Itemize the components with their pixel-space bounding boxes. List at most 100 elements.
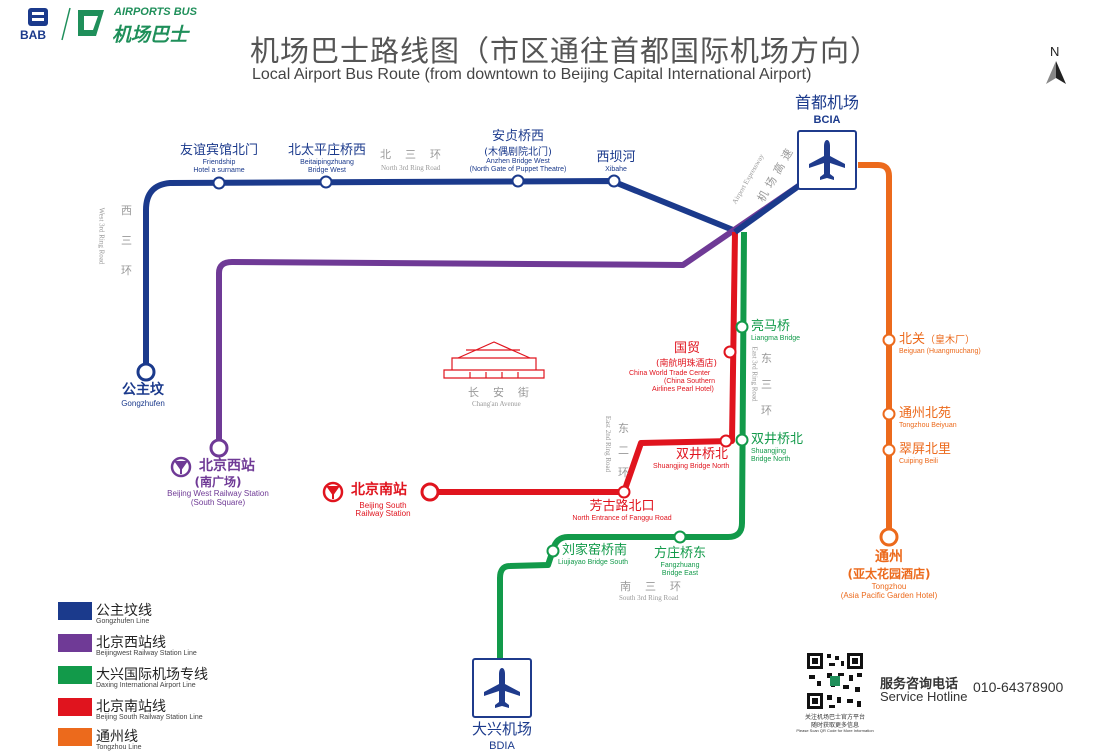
legend-en: Tongzhou Line <box>96 744 142 751</box>
legend-swatch <box>58 728 92 746</box>
stop-friendship <box>212 176 226 190</box>
stop-tongzhou-beiyuan <box>882 407 896 421</box>
hotline-number[interactable]: 010-64378900 <box>973 679 1064 695</box>
bcia-label-zh: 首都机场 <box>794 93 860 112</box>
stop-label-fangzhuang: 方庄桥东 <box>653 546 707 561</box>
stop-gongzhufen <box>136 362 156 382</box>
stop-en-sjq-green-2: Bridge North <box>751 456 791 463</box>
stop-fangzhuang <box>673 530 687 544</box>
stop-label-guomao: 国贸 <box>674 341 701 356</box>
legend-zh: 北京西站线 <box>96 635 166 651</box>
bdia-label-en: BDIA <box>489 740 515 752</box>
stop-label-friendship: 友谊宾馆北门 <box>179 143 259 158</box>
stop-en-guomao-2: (China Southern <box>664 378 715 385</box>
stop-label-liujiayao: 刘家窑桥南 <box>562 543 628 558</box>
stop-en-beiguan: Beiguan (Huangmuchang) <box>899 348 981 355</box>
stop-en-xibahe: Xibahe <box>605 166 627 173</box>
road-west3-en: West 3rd Ring Road <box>97 207 106 265</box>
stop-en-bjsouth-2: Railway Station <box>355 509 411 518</box>
stop-guomao <box>723 345 737 359</box>
brand-name-zh: 机场巴士 <box>112 24 189 46</box>
stop-en-beitaiping-1: Beitaipingzhuang <box>300 159 354 166</box>
road-south3-en: South 3rd Ring Road <box>619 594 679 602</box>
stop-label-xibahe: 西坝河 <box>596 150 636 165</box>
bdia-airport-box <box>472 658 532 718</box>
stop-en-friendship-1: Friendship <box>202 159 236 166</box>
legend-zh: 公主坟线 <box>96 603 152 619</box>
north-arrow-icon <box>1046 61 1066 84</box>
compass-label: N <box>1050 44 1060 59</box>
road-west3-zh: 西三环 <box>121 204 132 277</box>
stop-label-tongzhou-beiyuan: 通州北苑 <box>899 406 952 421</box>
gongzhufen-line <box>143 178 740 372</box>
legend-swatch <box>58 698 92 716</box>
legend-en: Daxing International Airport Line <box>96 682 196 689</box>
stop-label-sjq-green: 双井桥北 <box>751 432 804 447</box>
stop-label-bjwest-sub: (南广场) <box>194 475 242 489</box>
road-east3-zh: 东三环 <box>761 352 772 417</box>
qr-caption-2: 随时获取更多信息 <box>810 722 860 729</box>
stop-label-tongzhou: 通州 <box>875 549 903 565</box>
stop-en-bjwest-2: (South Square) <box>190 498 246 507</box>
stop-label-beitaiping: 北太平庄桥西 <box>287 143 367 158</box>
stop-en-liangma: Liangma Bridge <box>751 335 801 342</box>
stop-label-tongzhou-sub: (亚太花园酒店) <box>847 567 931 581</box>
logo-divider <box>61 7 71 41</box>
road-south3-zh: 南三环 <box>620 580 695 593</box>
legend-item: 北京南站线 Beijing South Railway Station Line <box>58 698 203 721</box>
stop-en-tongzhou-beiyuan: Tongzhou Beiyuan <box>899 422 957 429</box>
page-title: 机场巴士路线图（市区通往首都国际机场方向） <box>250 34 881 68</box>
stop-label-guomao-sub: (南航明珠酒店) <box>656 359 718 369</box>
stop-bjsouth <box>420 482 440 502</box>
hotline-label-zh: 服务咨询电话 <box>880 677 959 692</box>
stop-en-tongzhou-1: Tongzhou <box>871 582 907 591</box>
airplane-icon <box>809 140 845 180</box>
tiananmen-icon <box>443 341 545 379</box>
stop-en-bjsouth-1: Beijing South <box>359 501 407 510</box>
stop-label-sjq-red: 双井桥北 <box>676 447 729 462</box>
stop-label-fanggu: 芳古路北口 <box>589 499 655 514</box>
legend-zh: 通州线 <box>96 729 138 745</box>
legend-swatch <box>58 666 92 684</box>
stop-label-anzhen-sub: (木偶剧院北门) <box>484 147 552 158</box>
stop-en-sjq-red: Shuangjing Bridge North <box>653 463 730 470</box>
beijing-west-line <box>216 182 802 448</box>
stop-en-sjq-green-1: Shuangjing <box>751 448 787 455</box>
stop-en-anzhen-2: (North Gate of Puppet Theatre) <box>469 166 567 173</box>
tongzhou-line <box>858 162 892 537</box>
stop-fanggu <box>617 485 631 499</box>
stop-cuiping <box>882 443 896 457</box>
stop-en-tongzhou-2: (Asia Pacific Garden Hotel) <box>840 591 938 600</box>
road-changan-zh: 长安街 <box>468 386 543 399</box>
stop-label-beiguan: 北关（皇木厂） <box>899 332 975 348</box>
stop-sjq-green <box>735 433 749 447</box>
stop-beitaiping <box>319 175 333 189</box>
road-north3-zh: 北三环 <box>380 148 455 161</box>
legend-zh: 大兴国际机场专线 <box>96 667 208 683</box>
bcia-label-en: BCIA <box>813 114 841 126</box>
page-subtitle: Local Airport Bus Route (from downtown t… <box>252 66 812 83</box>
legend-en: Gongzhufen Line <box>96 618 150 625</box>
legend-en: Beijingwest Railway Station Line <box>96 650 197 657</box>
qr-code-icon[interactable] <box>805 651 865 711</box>
stop-liujiayao <box>546 544 560 558</box>
brand-name-en: AIRPORTS BUS <box>114 6 197 18</box>
stop-en-fangzhuang-2: Bridge East <box>661 570 699 577</box>
stop-label-beiguan-sub: （皇木厂） <box>925 335 976 346</box>
bab-logo-icon <box>28 8 48 26</box>
beijing-south-line <box>430 231 738 495</box>
legend-item: 公主坟线 Gongzhufen Line <box>58 602 152 625</box>
hotline-label-en: Service Hotline <box>880 689 968 704</box>
stop-en-beitaiping-2: Bridge West <box>308 167 346 174</box>
stop-label-bjsouth: 北京南站 <box>351 482 407 498</box>
railway-icon <box>170 456 192 478</box>
stop-en-anzhen-1: Anzhen Bridge West <box>486 158 550 165</box>
stop-label-anzhen: 安贞桥西 <box>491 129 545 144</box>
stop-en-bjwest-1: Beijing West Railway Station <box>167 489 269 498</box>
legend-item: 大兴国际机场专线 Daxing International Airport Li… <box>58 666 208 689</box>
qr-caption-1: 关注机场巴士官方平台 <box>804 714 866 721</box>
legend-item: 通州线 Tongzhou Line <box>58 728 142 751</box>
airplane-icon <box>484 668 520 708</box>
stop-en-friendship-2: Hotel a surname <box>193 167 245 174</box>
